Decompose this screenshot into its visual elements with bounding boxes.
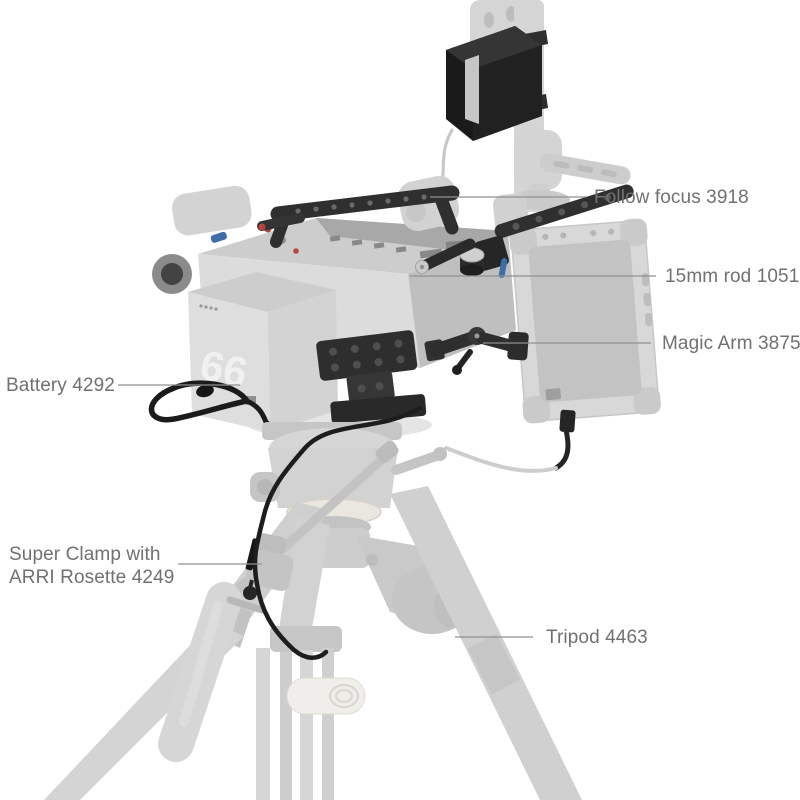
monitor-cage <box>509 218 661 424</box>
label-super-clamp-line1: Super Clamp with <box>9 544 161 565</box>
battery-pack: 66 <box>188 272 338 432</box>
tripod-legs <box>44 486 582 800</box>
monitor-cable <box>444 409 576 473</box>
follow-focus-unit <box>459 184 634 278</box>
cage-top-handle <box>257 185 460 248</box>
callout-lines <box>118 196 656 638</box>
leg-lock-lever <box>286 677 366 715</box>
rod-15mm <box>415 238 476 274</box>
magic-arm <box>424 327 529 375</box>
label-super-clamp-line2: ARRI Rosette 4249 <box>9 567 175 588</box>
baseplate <box>316 330 427 424</box>
label-tripod: Tripod 4463 <box>546 627 648 648</box>
power-box <box>446 26 542 141</box>
label-follow-focus: Follow focus 3918 <box>594 187 749 208</box>
label-battery: Battery 4292 <box>6 375 115 396</box>
label-super-clamp: Super Clamp with ARRI Rosette 4249 <box>9 543 174 589</box>
label-magic-arm: Magic Arm 3875 <box>662 333 800 354</box>
label-rod-15mm: 15mm rod 1051 <box>665 266 800 287</box>
rig-cable <box>252 405 423 660</box>
